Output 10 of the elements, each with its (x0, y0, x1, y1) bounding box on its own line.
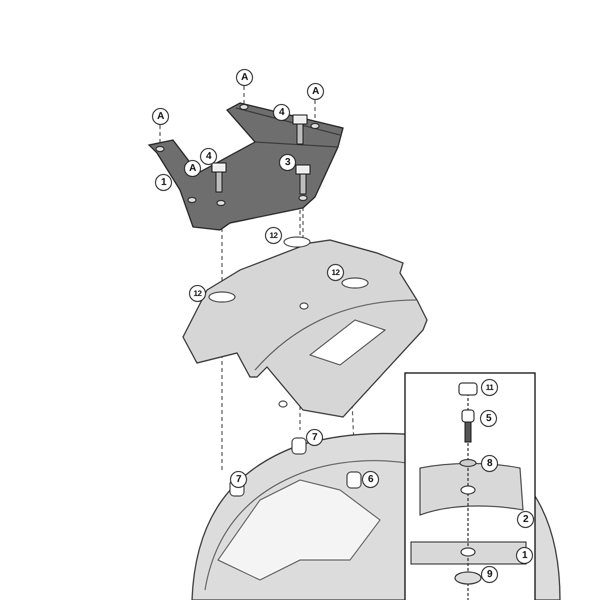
callout-number: 7 (230, 471, 247, 488)
callout-number: 1 (155, 174, 172, 191)
callout-number: 4 (273, 104, 290, 121)
callout-number: A (307, 83, 324, 100)
callout-number: A (236, 69, 253, 86)
callout-number: 12 (189, 285, 206, 302)
callout-number: 7 (306, 429, 323, 446)
callout-number: 12 (265, 227, 282, 244)
callout-number: A (152, 108, 169, 125)
callout-number: 4 (200, 148, 217, 165)
